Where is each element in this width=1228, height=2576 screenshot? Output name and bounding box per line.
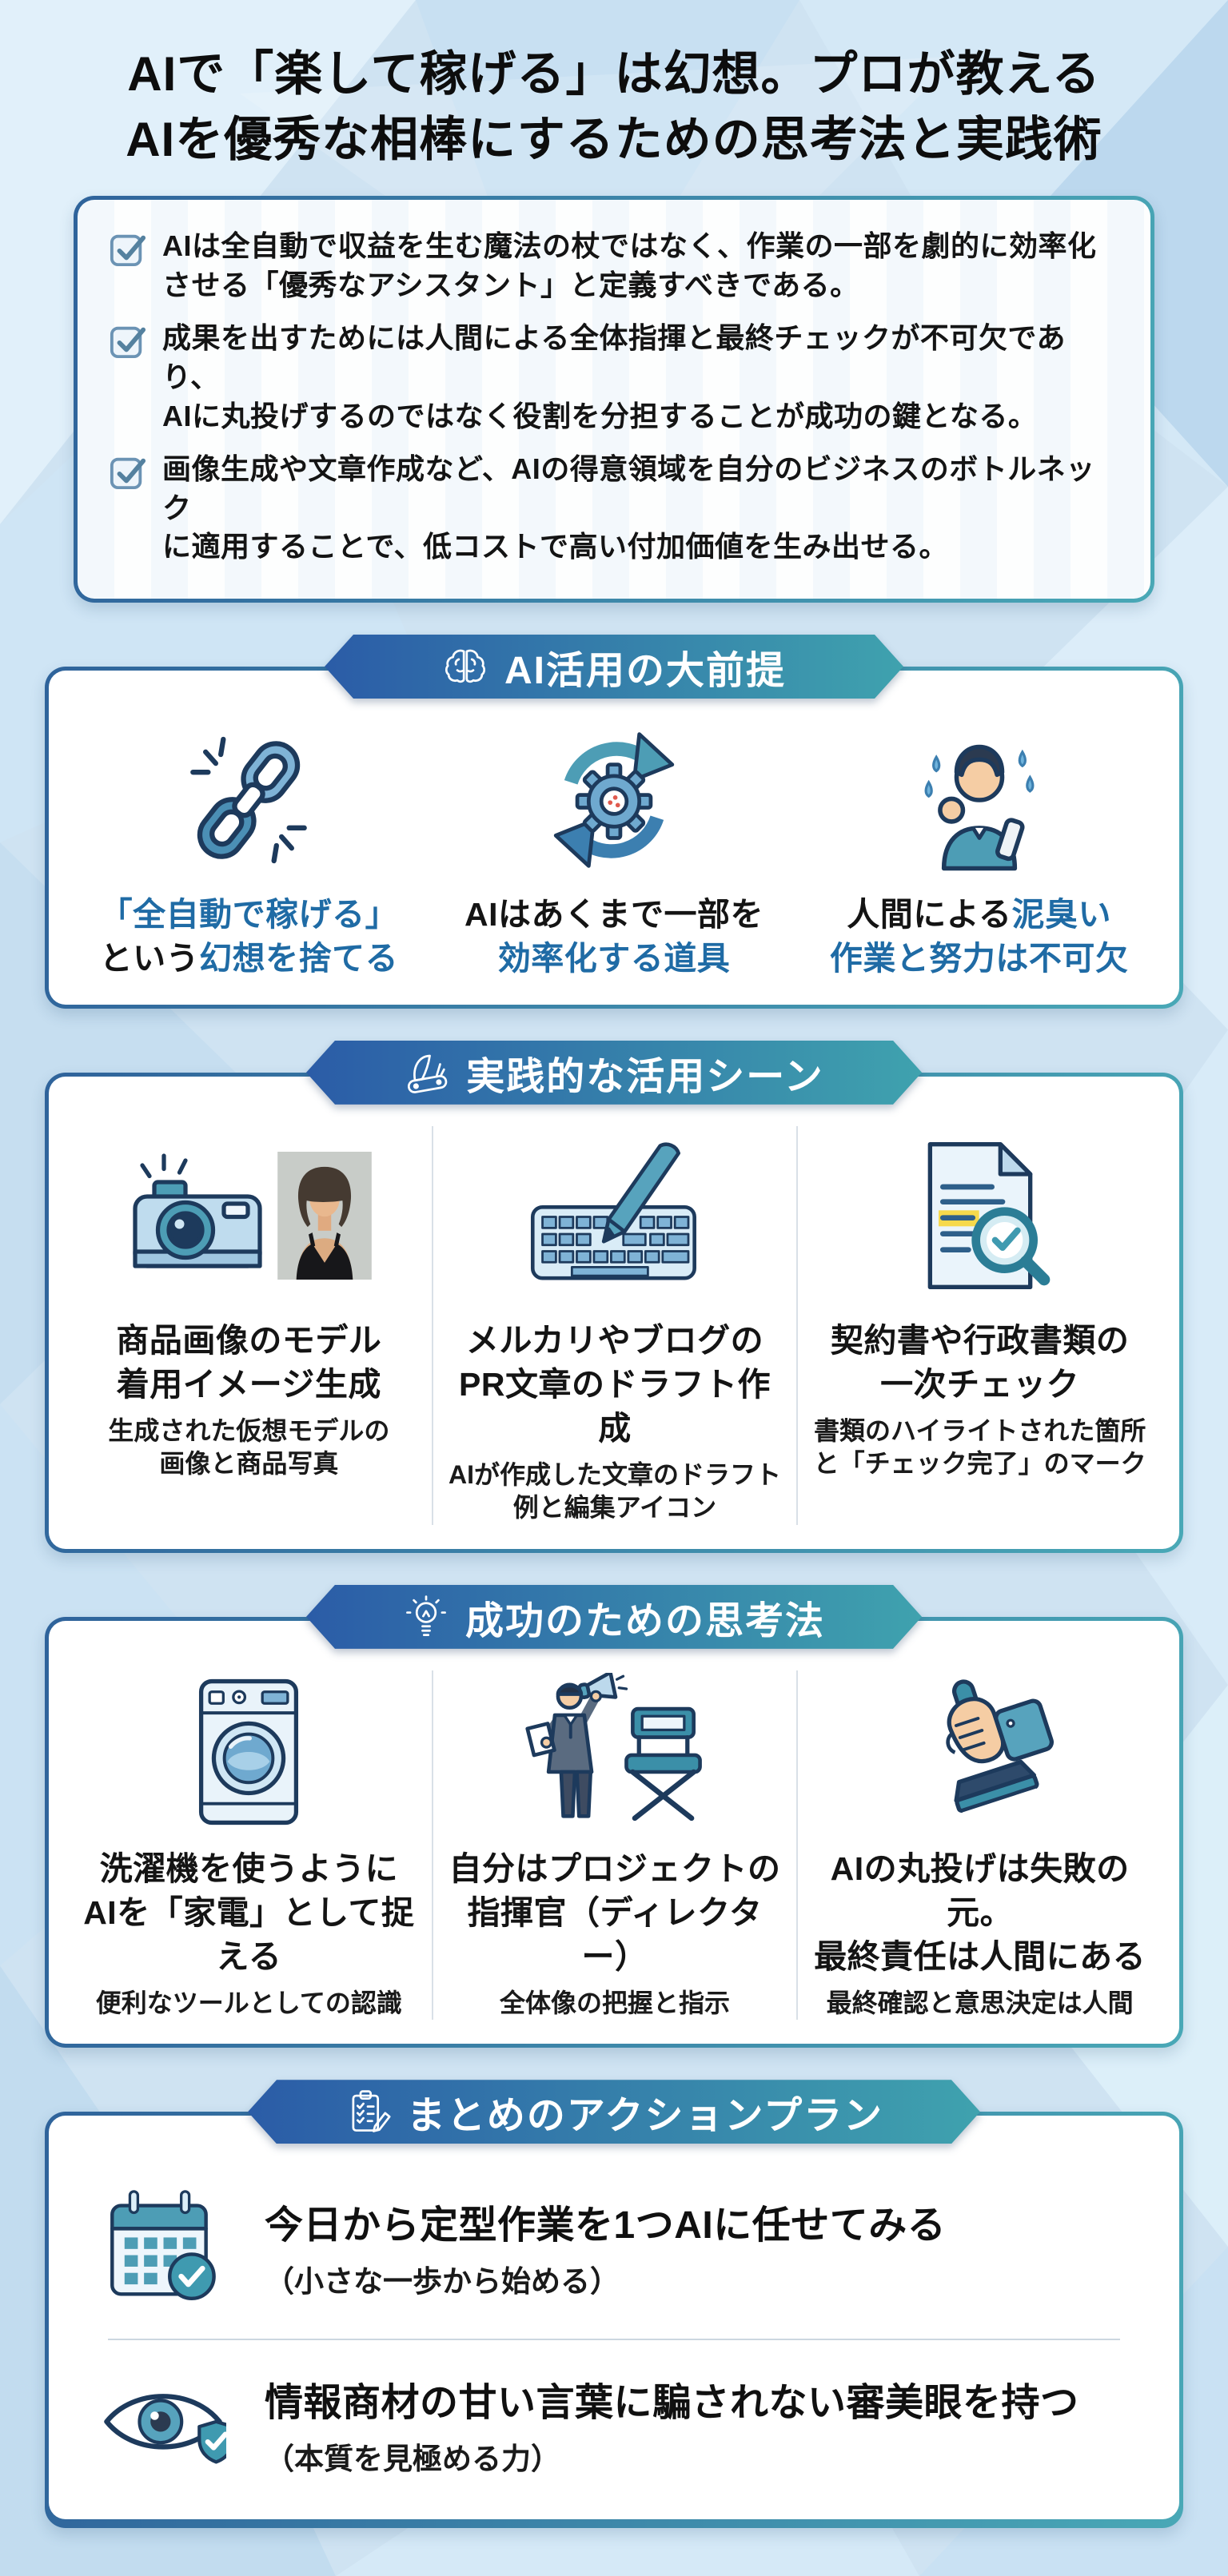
premise-item: AIはあくまで一部を 効率化する道具 <box>432 720 797 981</box>
divider <box>108 2339 1120 2341</box>
premise-item-title: 人間による泥臭い 作業と努力は不可欠 <box>829 895 1129 977</box>
page-title-line1: AIで「楽して稼げる」は幻想。プロが教える <box>127 47 1101 101</box>
premise-item-title: 「全自動で稼げる」 という幻想を捨てる <box>99 895 399 977</box>
premise-item: 人間による泥臭い 作業と努力は不可欠 <box>796 720 1162 981</box>
scene-item: メルカリやブログの PR文章のドラフト作成 AIが作成した文章のドラフト 例と編… <box>431 1125 797 1525</box>
eye-shield-icon <box>100 2376 226 2472</box>
page-title: AIで「楽して稼げる」は幻想。プロが教える AIを優秀な相棒にするための思考法と… <box>0 42 1228 172</box>
section-banner: AI活用の大前提 <box>325 635 903 699</box>
model-photo <box>277 1152 373 1280</box>
cycle-gear-icon <box>445 720 784 880</box>
mindset-item-subtitle: 最終確認と意思決定は人間 <box>826 1988 1134 2017</box>
scene-item-subtitle: AIが作成した文章のドラフト 例と編集アイコン <box>448 1459 781 1523</box>
document-check-icon <box>811 1126 1149 1306</box>
section-banner: 実践的な活用シーン <box>306 1041 922 1105</box>
mindset-item-subtitle: 全体像の把握と指示 <box>499 1988 730 2017</box>
scene-item-title: 商品画像のモデル 着用イメージ生成 <box>116 1321 382 1403</box>
scene-item-title: メルカリやブログの PR文章のドラフト作成 <box>459 1321 771 1447</box>
mindset-item-title: 洗濯機を使うように AIを「家電」として捉える <box>83 1849 415 1975</box>
premise-item: 「全自動で稼げる」 という幻想を捨てる <box>66 720 432 981</box>
action-note: （小さな一歩から始める） <box>265 2264 620 2298</box>
summary-bullet-text: AIは全自動で収益を生む魔法の杖ではなく、作業の一部を劇的に効率化 させる「優秀… <box>162 229 1097 301</box>
section-mindset: 成功のための思考法 洗濯機を使うように AIを「家電」として捉える 便利なツール… <box>0 1585 1228 2048</box>
checkbox-icon <box>110 457 146 490</box>
director-icon <box>446 1670 784 1834</box>
summary-card: AIは全自動で収益を生む魔法の杖ではなく、作業の一部を劇的に効率化 させる「優秀… <box>74 196 1154 603</box>
stamp-icon <box>811 1670 1149 1834</box>
page-title-line2: AIを優秀な相棒にするための思考法と実践術 <box>126 112 1102 166</box>
mindset-item-title: AIの丸投げは失敗の元。 最終責任は人間にある <box>814 1849 1146 1975</box>
action-row: 情報商材の甘い言葉に騙されない審美眼を持つ （本質を見極める力） <box>100 2358 1128 2490</box>
washing-machine-icon <box>79 1670 419 1834</box>
section-scenes: 実践的な活用シーン 商品画像のモデル 着用イメージ生成 生成された仮想モデルの … <box>0 1041 1228 1553</box>
action-title: 今日から定型作業を1つAIに任せてみる <box>265 2204 947 2247</box>
scene-item-subtitle: 書類のハイライトされた箇所 と「チェック完了」のマーク <box>813 1415 1146 1479</box>
scene-item: 商品画像のモデル 着用イメージ生成 生成された仮想モデルの 画像と商品写真 <box>66 1126 432 1525</box>
sweating-worker-icon <box>809 720 1149 880</box>
calendar-check-icon <box>100 2184 226 2308</box>
mindset-item: AIの丸投げは失敗の元。 最終責任は人間にある 最終確認と意思決定は人間 <box>796 1670 1162 2021</box>
section-premise: AI活用の大前提 「全自動で稼げる」 という幻想を捨てる AIはあくまで一部を … <box>0 635 1228 1009</box>
section-title: AI活用の大前提 <box>504 649 786 692</box>
scene-item-subtitle: 生成された仮想モデルの 画像と商品写真 <box>108 1415 390 1479</box>
keyboard-pen-icon <box>446 1126 784 1306</box>
checkbox-icon <box>110 234 146 267</box>
summary-bullet: 成果を出すためには人間による全体指揮と最終チェックが不可欠であり、 AIに丸投げ… <box>110 319 1117 436</box>
premise-item-title: AIはあくまで一部を 効率化する道具 <box>464 895 764 977</box>
summary-bullet-text: 成果を出すためには人間による全体指揮と最終チェックが不可欠であり、 AIに丸投げ… <box>162 321 1067 432</box>
summary-bullet: 画像生成や文章作成など、AIの得意領域を自分のビジネスのボトルネック に適用する… <box>110 450 1117 567</box>
scene-item-title: 契約書や行政書類の 一次チェック <box>830 1321 1130 1403</box>
mindset-item-subtitle: 便利なツールとしての認識 <box>95 1988 402 2017</box>
lightbulb-icon <box>403 1594 449 1640</box>
camera-icon <box>133 1153 262 1268</box>
section-action-plan: まとめのアクションプラン 今日から定型作業を1つAIに任せてみる （小さな一歩か… <box>0 2080 1228 2529</box>
section-title: まとめのアクションプラン <box>406 2095 884 2138</box>
action-row: 今日から定型作業を1つAIに任せてみる （小さな一歩から始める） <box>100 2172 1128 2321</box>
section-banner: 成功のための思考法 <box>306 1585 922 1649</box>
summary-bullet-text: 画像生成や文章作成など、AIの得意領域を自分のビジネスのボトルネック に適用する… <box>162 452 1095 563</box>
section-banner: まとめのアクションプラン <box>248 2080 980 2144</box>
swiss-knife-icon <box>404 1049 450 1096</box>
brain-icon <box>442 643 488 690</box>
section-title: 実践的な活用シーン <box>466 1055 824 1098</box>
action-note: （本質を見極める力） <box>265 2443 560 2476</box>
checkbox-icon <box>110 327 146 359</box>
action-title: 情報商材の甘い言葉に騙されない審美眼を持つ <box>265 2382 1079 2425</box>
mindset-item-title: 自分はプロジェクトの 指揮官（ディレクター） <box>449 1849 781 1975</box>
scene-item: 契約書や行政書類の 一次チェック 書類のハイライトされた箇所 と「チェック完了」… <box>796 1125 1162 1525</box>
mindset-item: 洗濯機を使うように AIを「家電」として捉える 便利なツールとしての認識 <box>66 1670 432 2020</box>
summary-bullet: AIは全自動で収益を生む魔法の杖ではなく、作業の一部を劇的に効率化 させる「優秀… <box>110 227 1117 305</box>
camera-model-icon <box>79 1126 419 1306</box>
mindset-item: 自分はプロジェクトの 指揮官（ディレクター） 全体像の把握と指示 <box>431 1670 797 2021</box>
broken-chain-icon <box>79 720 419 880</box>
section-title: 成功のための思考法 <box>464 1599 825 1642</box>
clipboard-icon <box>345 2088 391 2135</box>
